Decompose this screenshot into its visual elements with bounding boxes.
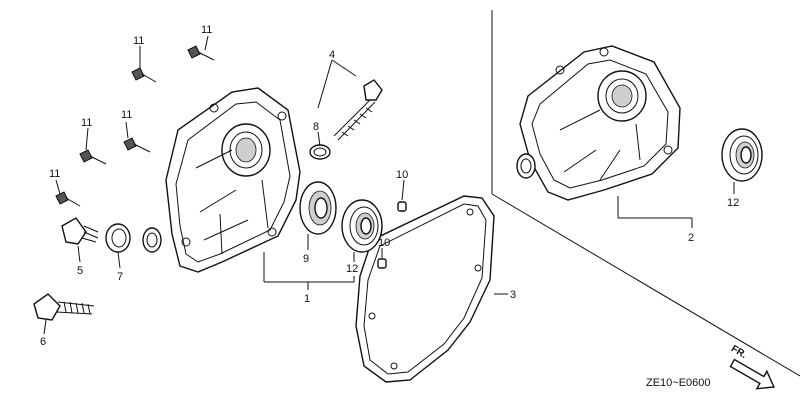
callout-6: 6 (40, 336, 46, 348)
callout-3: 3 (510, 289, 516, 301)
front-direction-indicator: FR. (729, 343, 776, 390)
callout-11-e: 11 (49, 168, 60, 180)
callout-7: 7 (117, 271, 123, 283)
callout-11-b: 11 (133, 35, 144, 47)
oil-seal (299, 181, 337, 235)
callout-5: 5 (77, 265, 83, 277)
gasket (355, 195, 495, 383)
sealing-washer (105, 223, 131, 253)
callout-labels: 1 2 3 4 5 6 7 8 9 10 10 11 11 11 11 11 1… (40, 24, 739, 348)
case-cover-left (142, 87, 301, 273)
leader-lines (43, 35, 735, 335)
callout-10-lower: 10 (378, 237, 390, 249)
separator-lines (491, 10, 800, 377)
bolts (55, 45, 215, 207)
callout-12-left: 12 (346, 263, 358, 275)
drain-plug (61, 217, 99, 245)
callout-11-d: 11 (81, 117, 92, 129)
callout-11-c: 11 (121, 109, 132, 121)
o-ring (309, 144, 331, 160)
callout-2: 2 (688, 232, 694, 244)
callout-9: 9 (303, 253, 309, 265)
callout-12-right: 12 (727, 197, 739, 209)
dowel-pins (377, 201, 407, 269)
bearing-right (721, 128, 763, 182)
direction-arrow-icon (729, 358, 776, 390)
diagram-code: ZE10~E0600 (646, 377, 711, 389)
oil-dipstick (333, 79, 383, 141)
case-cover-right (516, 45, 681, 201)
callout-11-a: 11 (201, 24, 212, 36)
plug-with-shaft (33, 293, 95, 321)
callout-8: 8 (313, 121, 319, 133)
bearing-left (341, 199, 383, 253)
callout-1: 1 (304, 293, 310, 305)
callout-10-upper: 10 (396, 169, 408, 181)
direction-label: FR. (729, 343, 749, 361)
callout-4: 4 (329, 49, 335, 61)
